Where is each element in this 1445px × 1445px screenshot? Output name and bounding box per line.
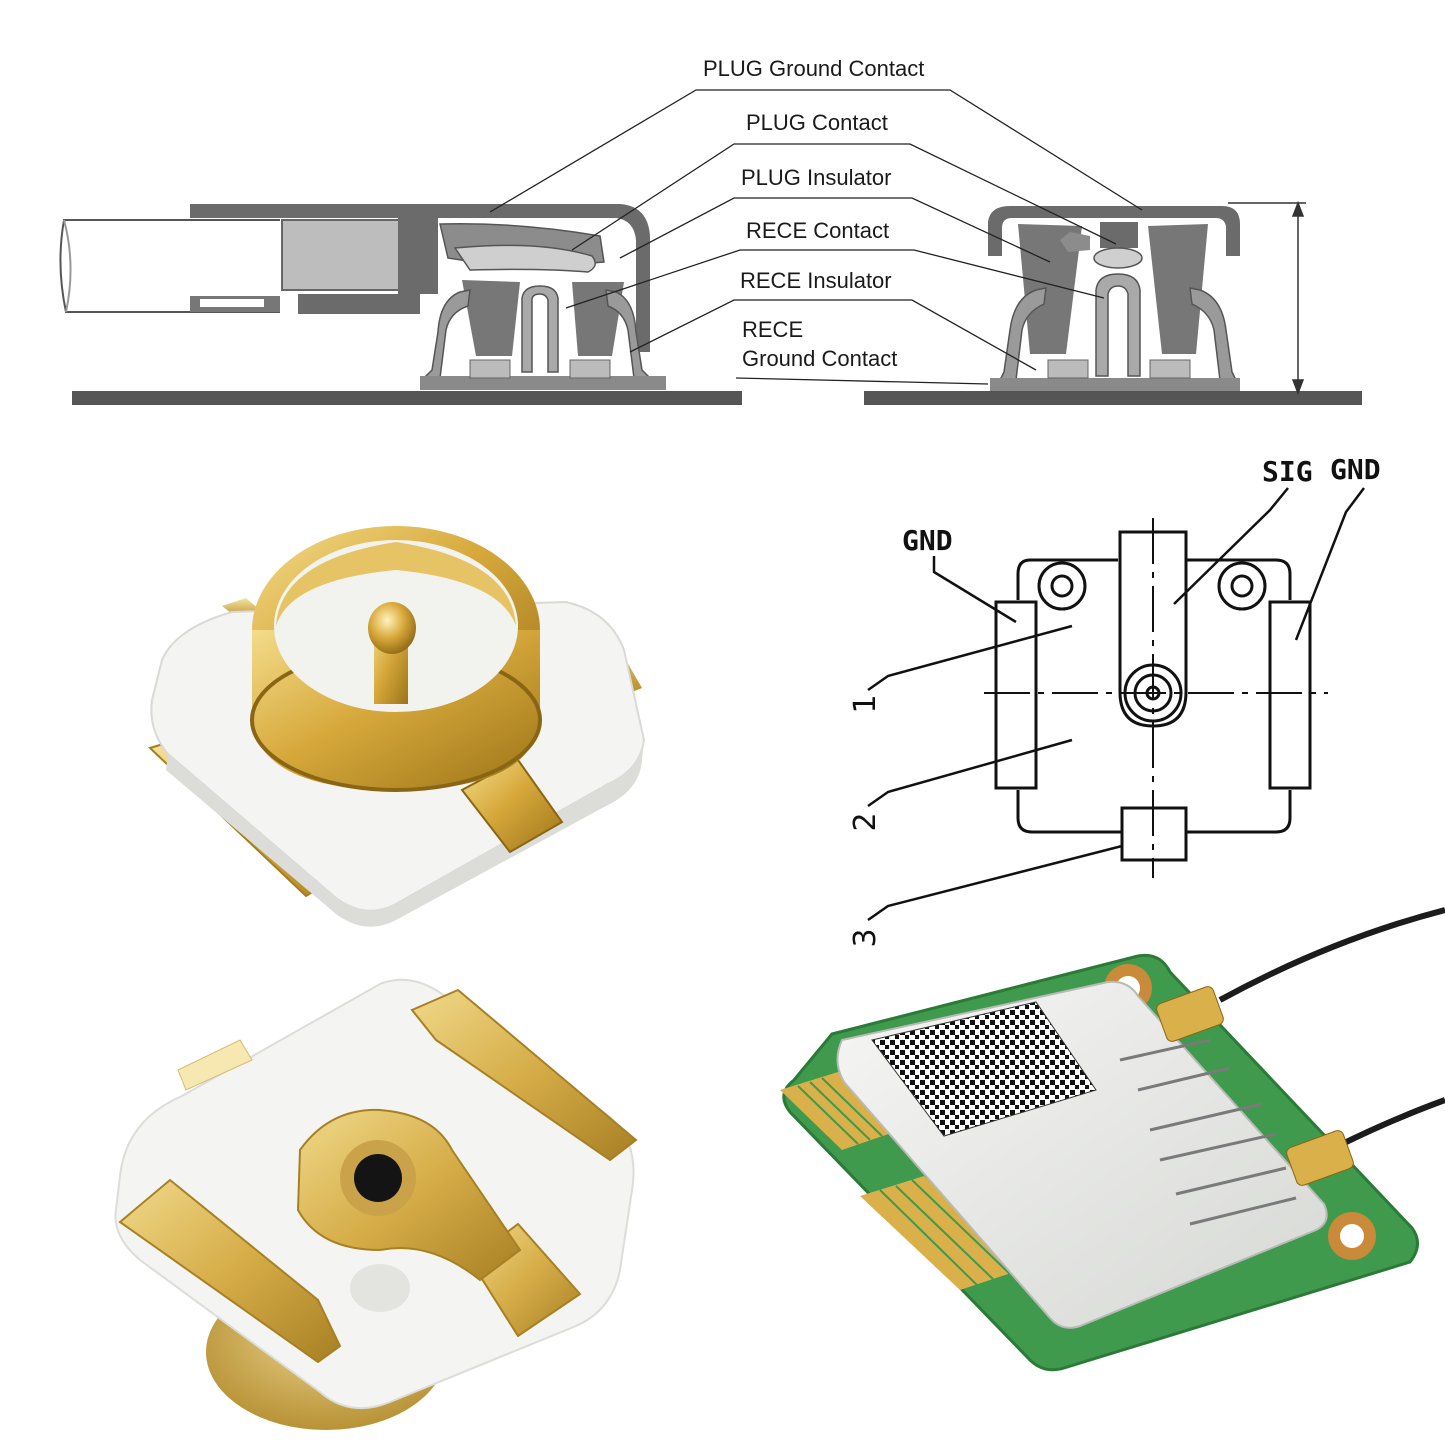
plug-contact-right (1093, 247, 1143, 269)
label-plug-insulator: PLUG Insulator (741, 165, 892, 190)
cross-section-drawing (59, 89, 1362, 405)
center-pin (1123, 663, 1183, 723)
footprint-gnd-pad-right (1268, 600, 1312, 790)
pcb-board (782, 953, 1419, 1372)
rece-ground-contact-right (998, 287, 1047, 381)
plug-ground-contact-right (988, 206, 1240, 256)
rece-ground-contact-left (422, 289, 471, 379)
footprint-label-gnd-right: GND (1330, 453, 1381, 486)
pcb-right (864, 391, 1362, 405)
plug-insulator-right (1018, 224, 1082, 354)
footprint-body (1016, 558, 1292, 834)
cable-outline (59, 219, 280, 313)
rece-contact-right (1095, 273, 1141, 377)
footprint-label-sig: SIG (1262, 455, 1313, 488)
ceramic-body-top (150, 600, 646, 912)
qr-label (871, 1001, 1097, 1137)
footprint-label-pin-1: 1 (848, 694, 883, 714)
footprint-label-pin-2: 2 (848, 812, 883, 832)
footprint-sig-pad (1118, 530, 1188, 728)
crimp-bottom (298, 294, 420, 314)
footprint-gnd-pad-left (994, 600, 1038, 790)
label-plug-contact: PLUG Contact (746, 110, 888, 135)
rece-contact-left (521, 285, 559, 373)
height-dimension (1228, 200, 1306, 396)
footprint-label-gnd-left: GND (902, 524, 953, 557)
antenna-cable-2 (1328, 1097, 1445, 1153)
rece-insulator-left (462, 280, 520, 356)
plug-contact-left (453, 244, 596, 273)
label-rece-contact: RECE Contact (746, 218, 890, 243)
ceramic-body-bottom (114, 978, 635, 1409)
mount-hole-left (1037, 561, 1087, 611)
leader-lines (489, 89, 1143, 385)
label-rece-ground-2: Ground Contact (742, 346, 898, 371)
pcb-left (72, 391, 742, 405)
footprint-pad-3 (1120, 806, 1188, 862)
antenna-cable-1 (1218, 907, 1445, 1003)
label-rece-insulator: RECE Insulator (740, 268, 892, 293)
signal-hole (354, 1154, 402, 1202)
mount-hole-right (1217, 561, 1267, 611)
label-rece-ground-1: RECE (742, 317, 804, 342)
label-plug-ground-contact: PLUG Ground Contact (703, 56, 925, 81)
shield-can (836, 980, 1328, 1329)
footprint-label-pin-3: 3 (848, 928, 883, 948)
cable-jacket (281, 219, 401, 291)
